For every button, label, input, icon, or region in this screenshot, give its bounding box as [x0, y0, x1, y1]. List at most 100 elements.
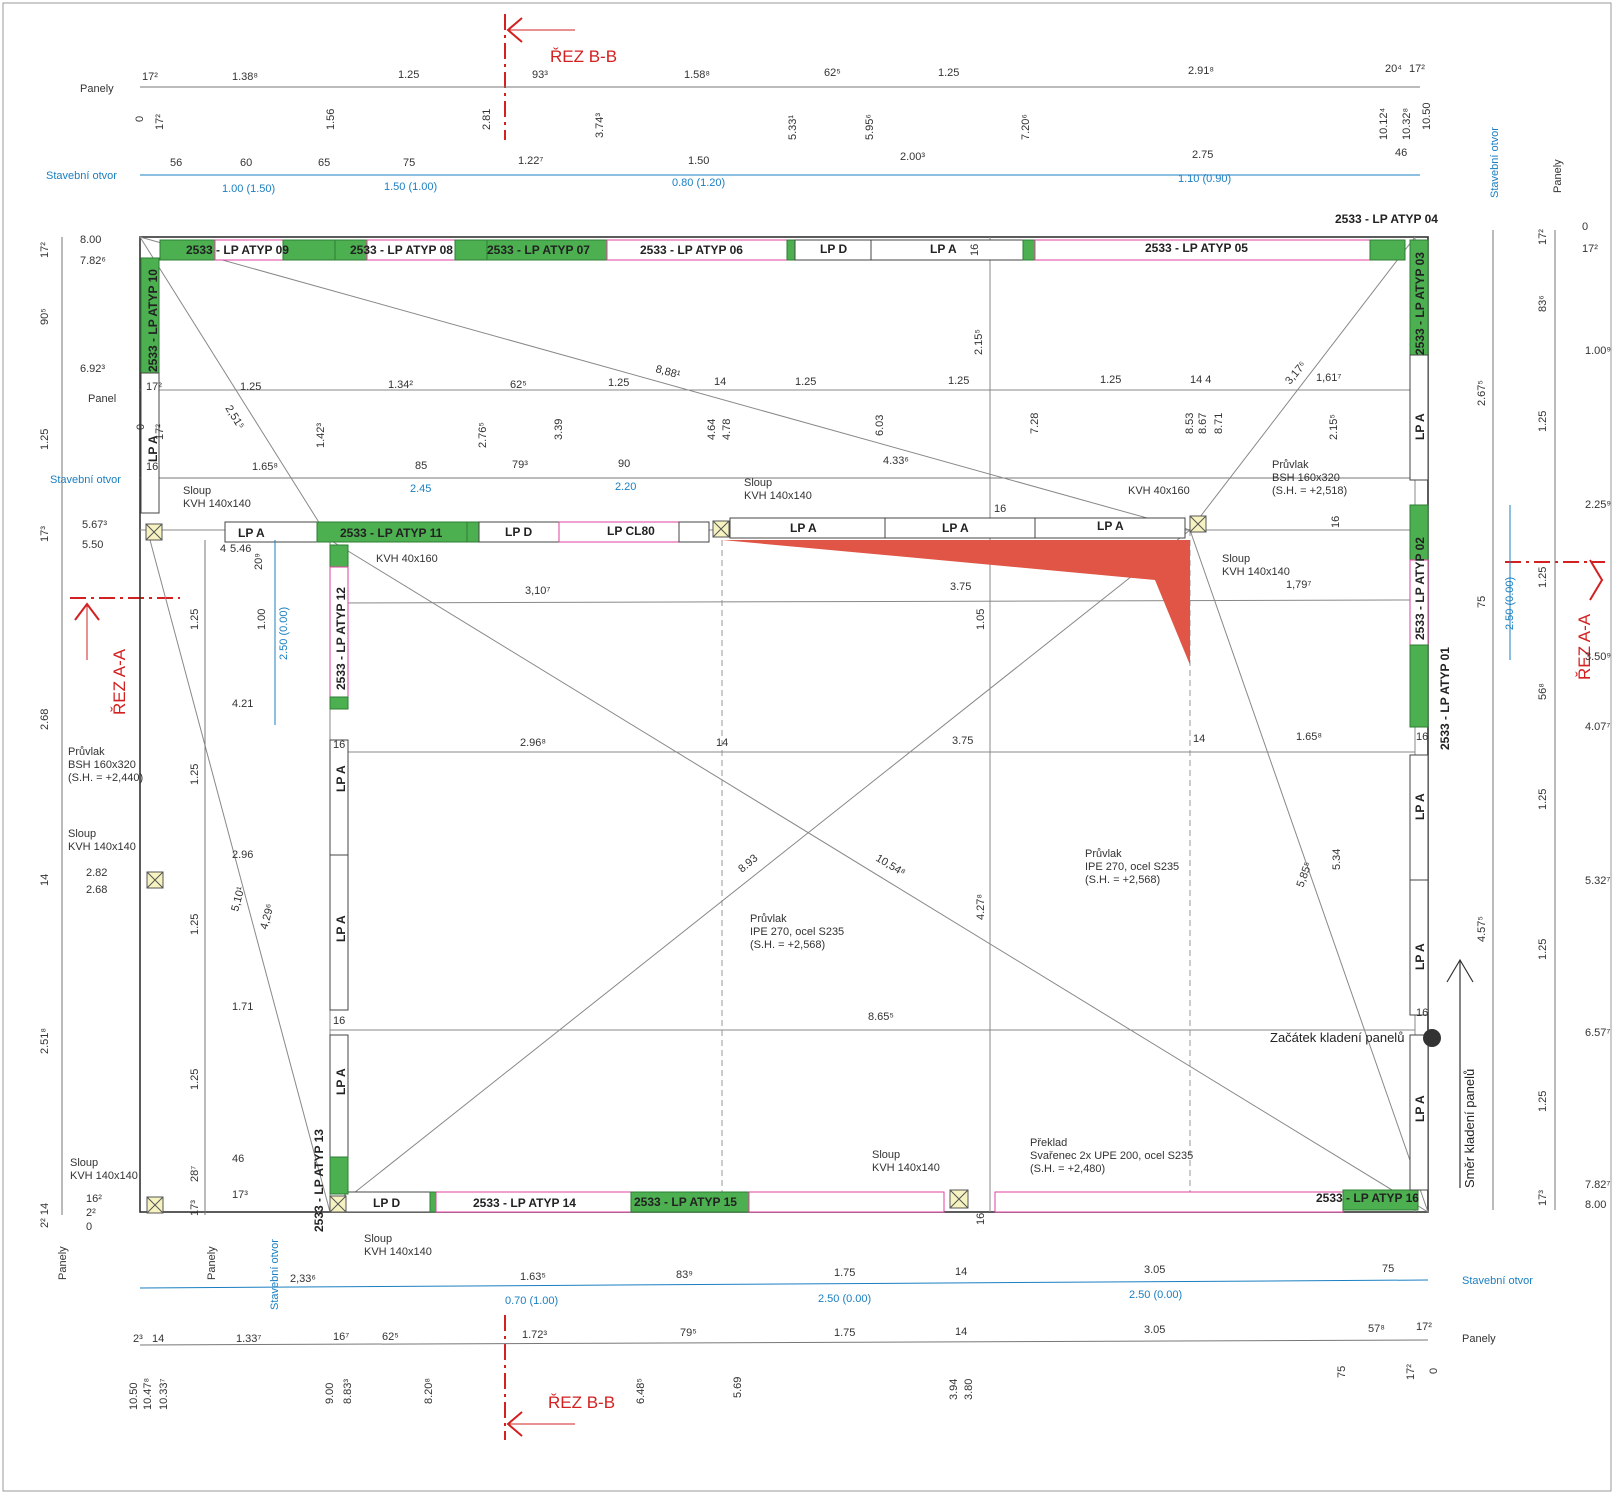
svg-text:2533 - LP ATYP 13: 2533 - LP ATYP 13 [312, 1129, 326, 1232]
svg-text:Panely: Panely [1552, 159, 1564, 193]
svg-text:17²: 17² [1416, 1321, 1432, 1333]
note-sloup-5: Sloup [70, 1157, 98, 1169]
svg-text:4.33⁶: 4.33⁶ [883, 455, 909, 467]
svg-text:LP A: LP A [1413, 413, 1427, 440]
svg-text:8.20⁸: 8.20⁸ [423, 1378, 435, 1404]
mid-panels-row: LP A 2533 - LP ATYP 11 LP D LP CL80 LP A… [224, 517, 1186, 543]
start-dot-icon [1423, 1029, 1441, 1047]
svg-text:2533 - LP ATYP 14: 2533 - LP ATYP 14 [473, 1196, 576, 1210]
svg-text:3.74³: 3.74³ [594, 113, 606, 138]
svg-text:2,33⁶: 2,33⁶ [290, 1273, 316, 1285]
svg-text:8.71: 8.71 [1213, 413, 1225, 434]
svg-text:2533 - LP ATYP 16: 2533 - LP ATYP 16 [1316, 1191, 1419, 1205]
svg-text:17³: 17³ [189, 1200, 201, 1216]
columns [145, 515, 1207, 1214]
svg-text:1.58⁸: 1.58⁸ [684, 69, 710, 81]
svg-text:2533 - LP ATYP 07: 2533 - LP ATYP 07 [487, 243, 590, 257]
note-sloup-3: Sloup [1222, 553, 1250, 565]
svg-text:2.50 (0.00): 2.50 (0.00) [1504, 577, 1516, 630]
svg-text:1,79⁷: 1,79⁷ [1286, 579, 1311, 591]
svg-text:LP D: LP D [505, 525, 532, 539]
svg-text:90: 90 [618, 458, 630, 470]
svg-text:1.63⁵: 1.63⁵ [520, 1271, 546, 1283]
svg-text:Panely: Panely [206, 1246, 218, 1280]
svg-text:16: 16 [1330, 516, 1342, 528]
svg-text:8.67: 8.67 [1197, 413, 1209, 434]
svg-text:LP A: LP A [334, 765, 348, 792]
svg-text:10.50: 10.50 [1421, 102, 1433, 130]
svg-text:LP A: LP A [1413, 943, 1427, 970]
svg-text:46: 46 [1395, 147, 1407, 159]
svg-text:1.71: 1.71 [232, 1001, 253, 1013]
svg-text:57⁸: 57⁸ [1368, 1323, 1385, 1335]
svg-text:3,10⁷: 3,10⁷ [525, 585, 550, 597]
svg-text:8.65⁵: 8.65⁵ [868, 1011, 894, 1023]
svg-text:4.78: 4.78 [721, 419, 733, 440]
svg-text:2.96⁸: 2.96⁸ [520, 737, 546, 749]
inner-dimensions: 3,10⁷ 3.75 1,79⁷ 2.96⁸ 14 3.75 14 1.65⁸ … [333, 244, 1428, 1225]
svg-text:62⁵: 62⁵ [510, 379, 527, 391]
svg-text:16: 16 [333, 739, 345, 751]
svg-text:1.25: 1.25 [608, 377, 629, 389]
svg-text:8.53: 8.53 [1184, 413, 1196, 434]
svg-text:17²: 17² [1537, 229, 1549, 245]
svg-text:75: 75 [1336, 1366, 1348, 1378]
svg-text:2.15⁵: 2.15⁵ [973, 329, 985, 355]
svg-text:2.50 (0.00): 2.50 (0.00) [1129, 1289, 1182, 1301]
svg-text:5.34: 5.34 [1331, 849, 1343, 870]
note-kvh-1: KVH 40x160 [376, 553, 438, 565]
svg-text:2533 - LP ATYP 01: 2533 - LP ATYP 01 [1438, 647, 1452, 750]
top-ordinates: 0 17² 1.56 2.81 3.74³ 5.33¹ 5.95⁶ 7.20⁶ … [134, 102, 1433, 140]
svg-text:2533 - LP ATYP 11: 2533 - LP ATYP 11 [340, 526, 443, 540]
svg-text:14: 14 [716, 737, 728, 749]
svg-text:Stavební otvor: Stavební otvor [50, 474, 121, 486]
svg-text:17²: 17² [39, 242, 51, 258]
svg-text:1.25: 1.25 [795, 376, 816, 388]
svg-text:LP A: LP A [146, 435, 160, 462]
svg-text:90⁵: 90⁵ [39, 308, 51, 325]
svg-text:10.33⁷: 10.33⁷ [158, 1378, 170, 1410]
svg-text:14: 14 [152, 1333, 164, 1345]
svg-text:Panely: Panely [57, 1246, 69, 1280]
row-label-stavebni-otvor: Stavební otvor [46, 170, 117, 182]
svg-text:2.68: 2.68 [86, 884, 107, 896]
svg-text:Stavební otvor: Stavební otvor [1462, 1275, 1533, 1287]
svg-text:3.05: 3.05 [1144, 1264, 1165, 1276]
svg-text:LP A: LP A [1413, 1095, 1427, 1122]
svg-text:2533 - LP ATYP 06: 2533 - LP ATYP 06 [640, 243, 743, 257]
svg-text:4.57⁵: 4.57⁵ [1476, 916, 1488, 942]
svg-text:LP CL80: LP CL80 [607, 524, 655, 538]
svg-text:2.50 (0.00): 2.50 (0.00) [818, 1293, 871, 1305]
section-bb-top-label: ŘEZ B-B [550, 47, 617, 66]
bottom-panels-row: LP D 2533 - LP ATYP 14 2533 - LP ATYP 15… [344, 1189, 1419, 1213]
svg-text:10.50: 10.50 [128, 1382, 140, 1410]
svg-text:62⁵: 62⁵ [824, 67, 841, 79]
laying-start-marker: Začátek kladení panelů Směr kladení pane… [1270, 958, 1477, 1188]
svg-text:17²: 17² [154, 424, 166, 440]
svg-text:20⁹: 20⁹ [253, 553, 265, 570]
svg-text:5.33¹: 5.33¹ [787, 115, 799, 140]
svg-text:4.64: 4.64 [706, 419, 718, 440]
svg-text:16: 16 [333, 1015, 345, 1027]
svg-text:2.45: 2.45 [410, 483, 431, 495]
svg-text:6.57⁷: 6.57⁷ [1585, 1027, 1610, 1039]
svg-text:2533 - LP ATYP 10: 2533 - LP ATYP 10 [146, 269, 160, 372]
svg-text:2.20: 2.20 [615, 481, 636, 493]
svg-text:79⁵: 79⁵ [680, 1327, 697, 1339]
svg-text:3.50⁹: 3.50⁹ [1585, 651, 1611, 663]
svg-text:1.56: 1.56 [325, 109, 337, 130]
svg-text:2533 - LP ATYP 09: 2533 - LP ATYP 09 [186, 243, 289, 257]
svg-text:3.94: 3.94 [948, 1379, 960, 1400]
note-sloup-6: Sloup [364, 1233, 392, 1245]
svg-text:10.32⁸: 10.32⁸ [1401, 108, 1413, 140]
svg-text:1.25: 1.25 [1537, 939, 1549, 960]
svg-text:17²: 17² [154, 114, 166, 130]
svg-text:0.80 (1.20): 0.80 (1.20) [672, 177, 725, 189]
svg-text:1.38⁸: 1.38⁸ [232, 71, 258, 83]
svg-text:8.83³: 8.83³ [342, 1379, 354, 1404]
section-aa-right-label: ŘEZ A-A [1575, 613, 1594, 680]
svg-text:1.25: 1.25 [189, 609, 201, 630]
bottom-dimension-row-openings: 2,33⁶ 1.63⁵ 83⁹ 1.75 14 3.05 75 0.70 (1.… [139, 1263, 1533, 1307]
